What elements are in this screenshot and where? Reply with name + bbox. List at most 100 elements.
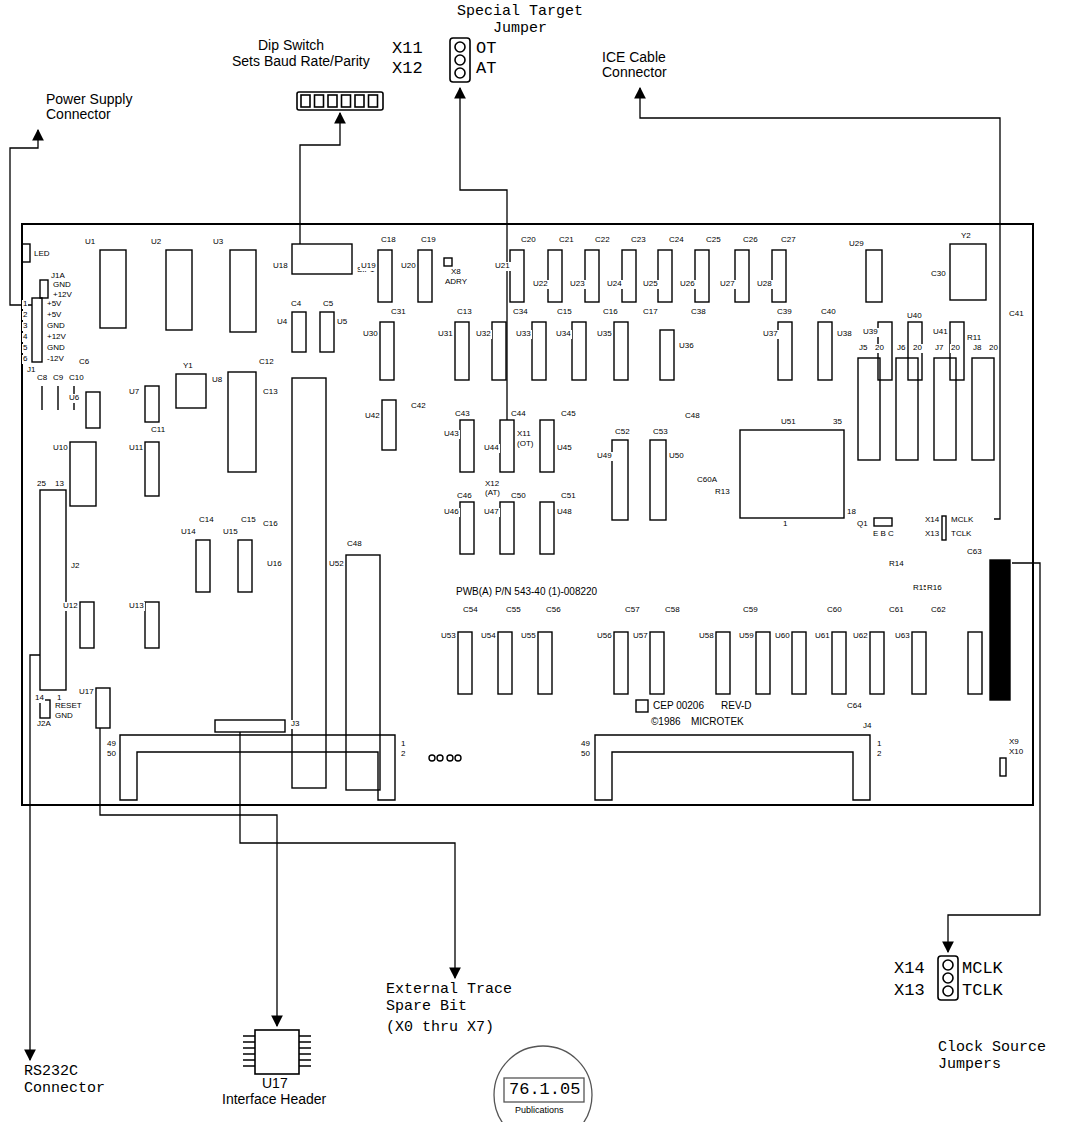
part-label: U42 (364, 412, 381, 421)
part-label: C22 (594, 236, 611, 245)
part-label: U19 (360, 262, 377, 271)
part-label: 50 (106, 750, 117, 759)
part-label: C62 (930, 606, 947, 615)
part-label: U51 (780, 418, 797, 427)
callout-label: Clock Source Jumpers (938, 1040, 1058, 1073)
part-label: 20 (988, 344, 999, 353)
part-label: C16 (602, 308, 619, 317)
part-label: E B C (872, 530, 895, 539)
part-label: U20 (400, 262, 417, 271)
part-label: C15 (240, 516, 257, 525)
part-label: C10 (68, 374, 85, 383)
part-label: U41 (932, 328, 949, 337)
part-label: U43 (443, 430, 460, 439)
part-label: C5 (322, 300, 334, 309)
part-label: C4 (290, 300, 302, 309)
part-label: U31 (437, 330, 454, 339)
part-label: X11 (516, 430, 532, 439)
part-label: 35 (832, 418, 843, 427)
part-label: U6 (68, 394, 80, 403)
part-label: C19 (420, 236, 437, 245)
callout-label: AT (476, 60, 496, 79)
part-label: C17 (642, 308, 659, 317)
part-label: U10 (52, 444, 69, 453)
part-label: Y2 (960, 232, 972, 241)
callout-label: X11 (392, 40, 423, 59)
part-label: Y1 (182, 362, 194, 371)
part-label: U14 (180, 528, 197, 537)
part-label: 20 (950, 344, 961, 353)
part-label: U8 (211, 376, 223, 385)
part-label: J2 (70, 562, 80, 571)
part-label: 49 (106, 740, 117, 749)
part-label: J1 (26, 366, 36, 375)
part-label: U3 (212, 238, 224, 247)
part-label: X13 (924, 530, 940, 539)
part-label: C56 (545, 606, 562, 615)
part-label: X10 (1008, 748, 1024, 757)
part-label: +5V (46, 300, 62, 309)
part-label: U58 (698, 632, 715, 641)
part-label: U13 (128, 602, 145, 611)
part-label: U12 (62, 602, 79, 611)
part-label: 2 (400, 750, 406, 759)
callout-label: ICE Cable Connector (602, 50, 687, 81)
part-label: C26 (742, 236, 759, 245)
jumper-symbol (450, 38, 470, 82)
part-label: U60 (774, 632, 791, 641)
part-label: C18 (380, 236, 397, 245)
part-label: GND (46, 344, 66, 353)
part-label: CEP 00206 (652, 700, 705, 711)
stamp (494, 1046, 592, 1122)
chip-symbol (255, 1030, 299, 1074)
part-label: U62 (852, 632, 869, 641)
part-label: +12V (52, 291, 73, 300)
callout-label: U17 (262, 1076, 288, 1091)
part-label: J8 (972, 344, 982, 353)
part-label: C60A (696, 476, 718, 485)
part-label: +12V (46, 333, 67, 342)
part-label: C54 (462, 606, 479, 615)
part-label: GND (54, 712, 74, 721)
part-label: R13 (714, 488, 731, 497)
part-label: U34 (555, 330, 572, 339)
callout-label: OT (476, 40, 496, 59)
part-label: C55 (505, 606, 522, 615)
part-label: U16 (266, 560, 283, 569)
part-label: C11 (150, 426, 166, 435)
part-label: C48 (346, 540, 363, 549)
part-label: C63 (966, 548, 983, 557)
part-label: U21 (494, 262, 511, 271)
part-label: C64 (846, 702, 863, 711)
part-label: C24 (668, 236, 685, 245)
part-label: U46 (443, 508, 460, 517)
part-label: U5 (336, 318, 348, 327)
part-label: C43 (454, 410, 471, 419)
part-label: U2 (150, 238, 162, 247)
part-label: Publications (514, 1106, 565, 1116)
part-label: C42 (410, 402, 427, 411)
part-label: 6 (22, 355, 28, 364)
part-label: C41 (1008, 310, 1025, 319)
part-label: C59 (742, 606, 759, 615)
part-label: J7 (934, 344, 944, 353)
part-label: U45 (556, 444, 573, 453)
part-label: C40 (820, 308, 837, 317)
part-label: RESET (54, 702, 83, 711)
part-label: J4 (862, 722, 872, 731)
part-label: C48 (684, 412, 701, 421)
part-label: U25 (642, 280, 659, 289)
part-label: U50 (668, 452, 685, 461)
part-label: MICROTEK (690, 716, 745, 727)
callout-label: X14 (894, 960, 925, 979)
part-label: C60 (826, 606, 843, 615)
part-label: U48 (556, 508, 573, 517)
part-label: C23 (630, 236, 647, 245)
part-label: R11 (966, 334, 982, 343)
part-label: U7 (128, 388, 140, 397)
callout-label: Special Target Jumper (450, 4, 590, 37)
part-label: C50 (510, 492, 527, 501)
part-label: U4 (276, 318, 288, 327)
part-label: C39 (776, 308, 793, 317)
part-label: 50 (580, 750, 591, 759)
